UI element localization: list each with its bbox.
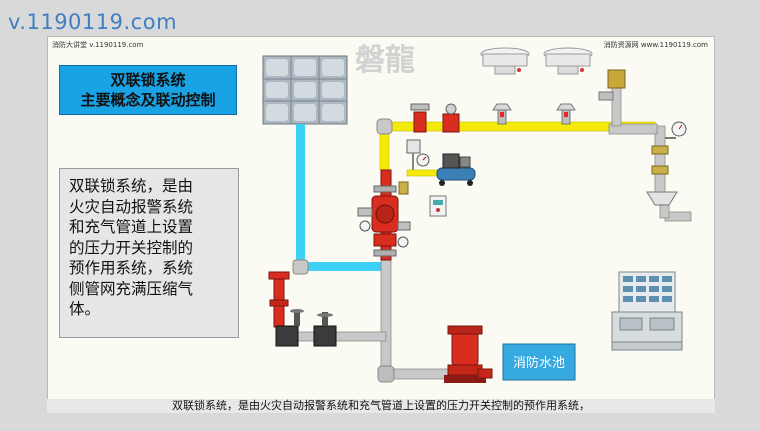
end-test-valve <box>651 145 669 175</box>
tank-supply-pipe <box>296 124 384 271</box>
description-box: 双联锁系统，是由 火灾自动报警系统 和充气管道上设置 的压力开关控制的 预作用系… <box>59 168 239 338</box>
pressure-gauge-air <box>416 153 430 167</box>
pressure-switch <box>406 139 421 170</box>
description-line: 和充气管道上设置 <box>69 218 194 236</box>
gate-valve-right <box>313 312 337 347</box>
tank-pipe-elbow <box>292 259 309 275</box>
pool-label: 消防水池 <box>513 355 565 371</box>
water-tank <box>262 55 348 125</box>
sprinkler-head-2 <box>556 103 576 125</box>
brand-watermark: 磐龍 <box>355 43 415 78</box>
exhaust-valve <box>598 69 626 101</box>
fire-alarm-control-panel <box>611 271 683 351</box>
drain-funnel <box>646 191 678 206</box>
pre-action-valve-group <box>357 169 411 261</box>
control-module <box>429 195 447 217</box>
title-line-2: 主要概念及联动控制 <box>80 91 216 109</box>
check-valve <box>442 103 460 133</box>
air-compressor <box>436 153 476 186</box>
description-line: 火灾自动报警系统 <box>69 197 194 216</box>
smoke-detector-1 <box>480 47 530 75</box>
title-box: 双联锁系统 主要概念及联动控制 <box>59 65 237 115</box>
description-line: 的压力开关控制的 <box>69 238 194 257</box>
drain-pipe <box>608 85 692 222</box>
description-line: 双联锁系统，是由 <box>69 177 194 195</box>
slide-header-left: 消防大讲堂 v.1190119.com <box>52 41 144 49</box>
title-line-1: 双联锁系统 <box>110 71 186 89</box>
subtitle-caption: 双联锁系统，是由火灾自动报警系统和充气管道上设置的压力开关控制的预作用系统， <box>47 399 715 413</box>
smoke-detector-2 <box>543 47 593 75</box>
pump-adapter <box>268 271 290 328</box>
sprinkler-head-1 <box>492 103 512 125</box>
main-pipe-elbow <box>377 365 395 383</box>
fire-pump <box>444 325 493 383</box>
description-line: 体。 <box>69 300 101 318</box>
slide-header-right: 消防资源网 www.1190119.com <box>603 41 708 49</box>
main-supply-pipe <box>281 257 452 380</box>
gate-valve-left <box>275 309 304 347</box>
description-line: 预作用系统，系统 <box>69 259 194 277</box>
site-watermark: v.1190119.com <box>8 10 178 34</box>
pressure-gauge-right <box>665 121 687 139</box>
description-line: 侧管网充满压缩气 <box>69 279 194 298</box>
air-pipe-elbow <box>376 118 393 135</box>
signal-butterfly-valve <box>410 103 430 133</box>
fire-water-pool: 消防水池 <box>502 343 576 381</box>
